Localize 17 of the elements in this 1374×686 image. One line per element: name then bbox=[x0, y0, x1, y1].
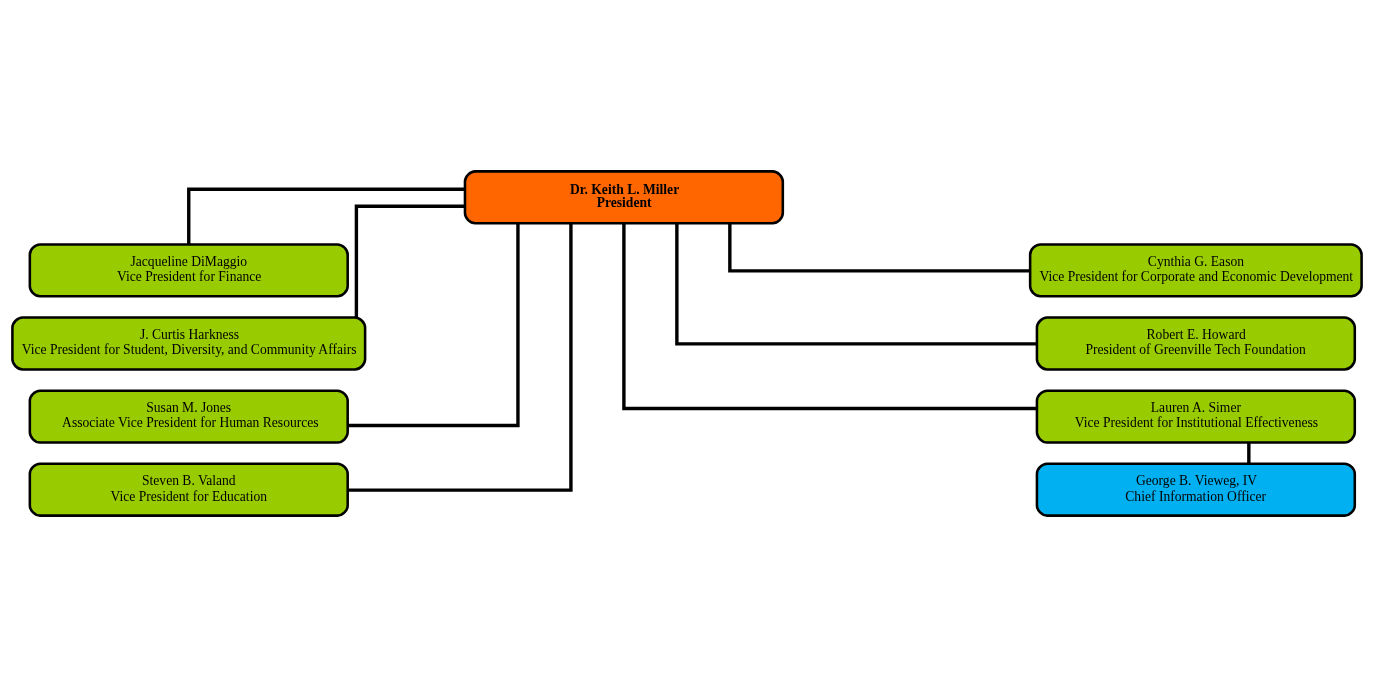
node-box: Jacqueline DiMaggio Vice President for Finance bbox=[28, 242, 349, 298]
node-box: Susan M. Jones Associate Vice President for Human Resources bbox=[28, 388, 349, 444]
node-box: J. Curtis Harkness Vice President for Student, Diversity, and Community Affairs bbox=[11, 315, 367, 371]
node-box: Cynthia G. Eason Vice President for Corporate and Economic Development bbox=[1028, 242, 1363, 298]
node-box: Dr. Keith L. Miller President bbox=[463, 169, 785, 224]
connector bbox=[728, 222, 1030, 273]
node-box: Steven B. Valand Vice President for Education bbox=[28, 462, 349, 517]
connector bbox=[347, 222, 520, 427]
connector bbox=[187, 187, 465, 244]
node-box: Robert E. Howard President of Greenville Tech Foundation bbox=[1035, 315, 1357, 371]
connector bbox=[675, 223, 1037, 346]
connector bbox=[347, 222, 573, 492]
node-box: Lauren A. Simer Vice President for Institutional Effectiveness bbox=[1035, 388, 1357, 444]
connector bbox=[622, 222, 1037, 410]
connector bbox=[354, 204, 465, 317]
connector bbox=[1247, 442, 1251, 464]
node-box: George B. Vieweg, IV Chief Information Officer bbox=[1035, 462, 1357, 517]
